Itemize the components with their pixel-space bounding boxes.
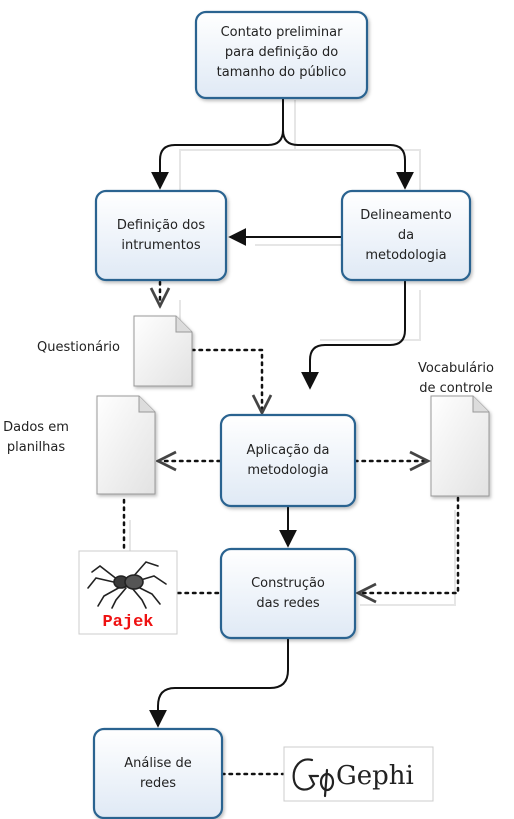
node-construcao-line-1: Construção xyxy=(251,576,325,591)
label-vocabulario-line-2: de controle xyxy=(419,381,492,396)
document-icon xyxy=(96,395,156,495)
data-connectors xyxy=(122,280,460,776)
node-aplicacao: Aplicação da metodologia xyxy=(219,413,357,508)
node-analise-line-1: Análise de xyxy=(124,756,191,771)
document-vocabulario: Vocabulário de controle xyxy=(418,361,494,497)
pajek-logo: Pajek xyxy=(78,550,178,635)
gephi-logo-text: Gephi xyxy=(336,761,414,791)
document-dados: Dados em planilhas xyxy=(3,395,156,495)
connector-delineamento-aplicacao xyxy=(301,280,406,390)
label-questionario: Questionário xyxy=(37,340,120,355)
node-aplicacao-line-2: metodologia xyxy=(247,463,328,478)
flow-connectors xyxy=(149,98,414,728)
label-dados-line-1: Dados em xyxy=(3,420,69,435)
dotted-vocabulario-construcao xyxy=(358,496,460,593)
node-delineamento-line-3: metodologia xyxy=(365,248,446,263)
dotted-questionario-aplicacao xyxy=(190,348,262,413)
document-icon xyxy=(133,315,193,387)
node-definicao: Definição dos intrumentos xyxy=(94,189,228,282)
node-contato-line-1: Contato preliminar xyxy=(221,25,344,40)
gephi-icon xyxy=(292,758,335,798)
pajek-logo-text: Pajek xyxy=(102,613,153,632)
node-definicao-line-2: intrumentos xyxy=(121,238,200,253)
label-vocabulario-line-1: Vocabulário xyxy=(418,361,494,376)
node-aplicacao-line-1: Aplicação da xyxy=(247,443,330,458)
node-contato-line-2: para definição do xyxy=(225,45,338,60)
label-dados-line-2: planilhas xyxy=(7,440,65,455)
connector-contato-delineamento xyxy=(282,129,414,190)
document-questionario: Questionário xyxy=(37,315,193,387)
node-construcao-line-2: das redes xyxy=(256,596,319,611)
connector-construcao-analise xyxy=(149,638,289,728)
node-analise-line-2: redes xyxy=(140,776,176,791)
node-analise: Análise de redes xyxy=(92,727,224,819)
gephi-logo: Gephi xyxy=(283,746,434,802)
node-delineamento: Delineamento da metodologia xyxy=(340,189,472,282)
node-contato-line-3: tamanho do público xyxy=(217,65,347,80)
node-construcao: Construção das redes xyxy=(219,547,357,640)
connector-contato-definicao xyxy=(151,98,284,190)
document-icon xyxy=(430,395,490,497)
node-definicao-line-1: Definição dos xyxy=(117,218,205,233)
node-delineamento-line-2: da xyxy=(398,228,414,243)
node-contato: Contato preliminar para definição do tam… xyxy=(194,10,369,100)
node-delineamento-line-1: Delineamento xyxy=(360,208,451,223)
spider-icon xyxy=(87,561,167,609)
